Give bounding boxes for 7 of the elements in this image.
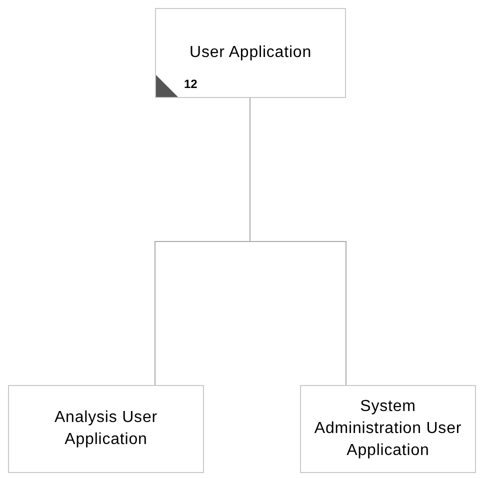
application-box	[8, 385, 204, 473]
application-box	[155, 8, 346, 98]
box-title: Analysis User Application	[53, 408, 158, 450]
box-title: User Application	[189, 43, 312, 63]
application-box	[300, 385, 476, 473]
box-number: 12	[184, 76, 198, 93]
box-title: System Administration User Application	[313, 397, 463, 461]
